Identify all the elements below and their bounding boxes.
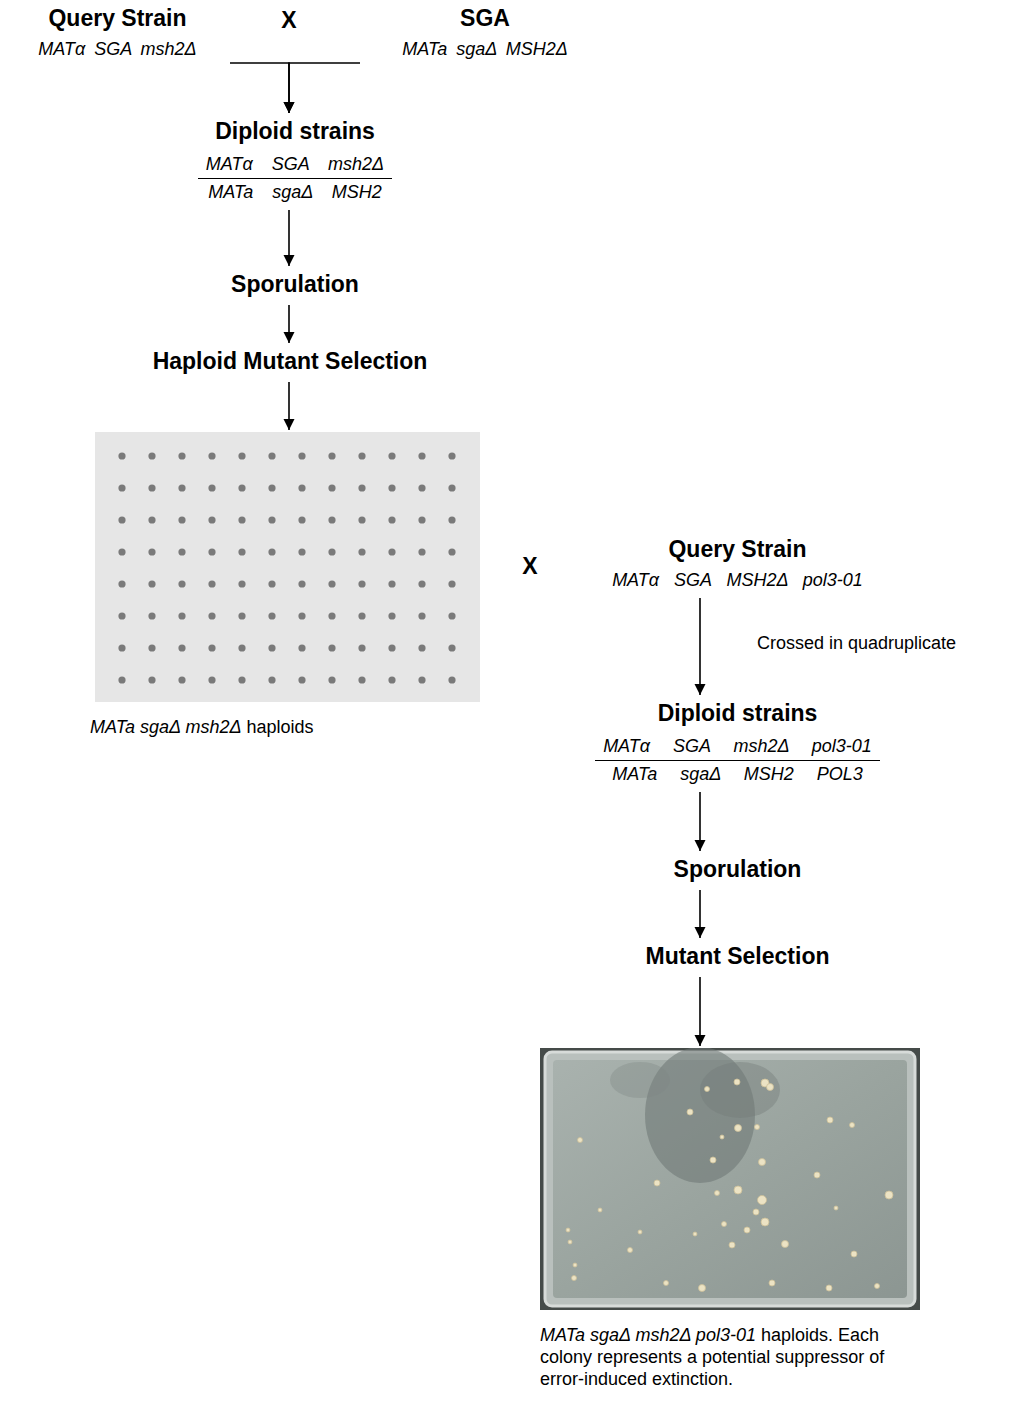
strain-label: Query StrainMATα SGA msh2Δ [5,2,230,66]
genotype-text: MATa sgaΔ MSH2Δ [360,38,610,60]
genotype-text: MATα SGA msh2Δ [198,153,392,179]
figure-caption: MATa sgaΔ msh2Δ pol3-01 haploids. Each c… [540,1324,920,1390]
step-heading: Sporulation [170,270,420,298]
genotype-text: MATα SGA msh2Δ [5,38,230,60]
step-heading: Mutant Selection [575,942,900,970]
genotype-text: MATa sgaΔ MSH2 [160,181,430,203]
step-label: Sporulation [575,853,900,889]
step-label: Haploid Mutant Selection [90,345,490,381]
flow-arrow [699,890,701,938]
flow-arrow [288,382,290,430]
strain-label: Query StrainMATα SGA MSH2Δ pol3-01 [565,533,910,597]
flow-arrow [699,792,701,851]
mutant-array: MATa sgaΔ msh2Δ haploids [95,432,480,744]
step-heading: Diploid strains [160,117,430,145]
diploid-genotype: Diploid strainsMATα SGA msh2ΔMATa sgaΔ M… [160,115,430,209]
flow-arrow [288,210,290,266]
genotype-text: MATα SGA msh2Δ pol3-01 [595,735,880,761]
cross-symbol: X [274,6,304,34]
genotype-text: MATa sgaΔ msh2Δ pol3-01 [540,1325,756,1345]
flow-arrow [699,598,701,695]
step-heading: Sporulation [575,855,900,883]
flow-arrow [288,305,290,343]
step-heading: Query Strain [565,535,910,563]
step-label: Sporulation [170,268,420,304]
plate-grid [95,432,480,702]
step-heading: SGA [360,4,610,32]
flow-arrow [230,63,289,113]
diploid-genotype: Diploid strainsMATα SGA msh2Δ pol3-01MAT… [565,697,910,791]
step-heading: Haploid Mutant Selection [90,347,490,375]
cross-symbol: X [515,552,545,580]
flow-arrow [699,977,701,1046]
plate-photo [540,1048,920,1310]
caption-text: haploids [242,717,314,737]
step-label: Mutant Selection [575,940,900,976]
genotype-text: MATα SGA MSH2Δ pol3-01 [565,569,910,591]
flow-arrow [289,63,360,113]
figure-caption: MATa sgaΔ msh2Δ haploids [90,716,480,738]
step-heading: Diploid strains [565,699,910,727]
step-heading: Query Strain [5,4,230,32]
plate-photo-panel: MATa sgaΔ msh2Δ pol3-01 haploids. Each c… [540,1048,920,1396]
edge-label: Crossed in quadruplicate [755,632,958,654]
genotype-text: MATa sgaΔ MSH2 POL3 [565,763,910,785]
genotype-text: MATa sgaΔ msh2Δ [90,717,242,737]
strain-label: SGA MATa sgaΔ MSH2Δ [360,2,610,66]
